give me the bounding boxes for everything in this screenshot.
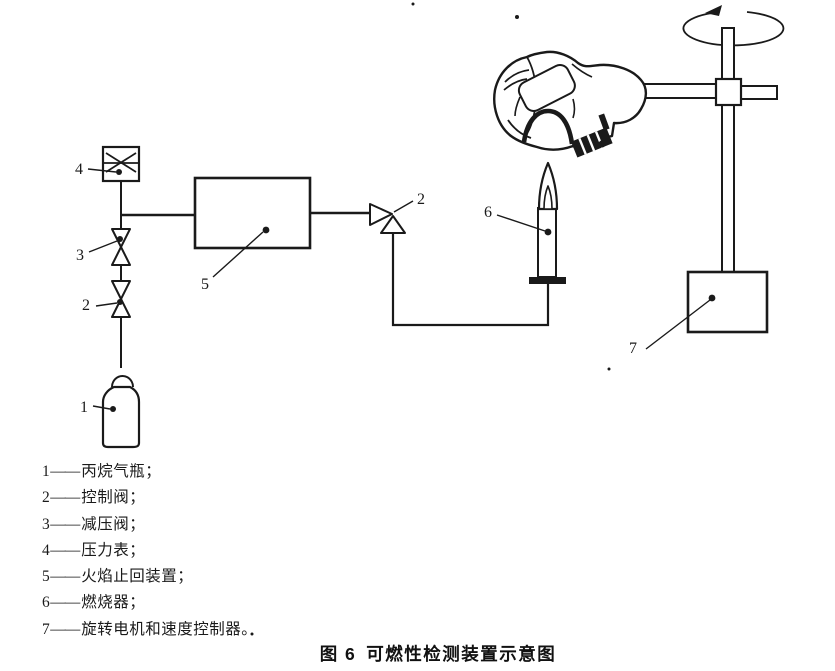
callout-dot-2-left — [117, 299, 123, 305]
legend-dash: —— — [50, 620, 80, 638]
legend-item-7: 7——旋转电机和速度控制器。 — [42, 617, 257, 643]
callout-dot-1 — [110, 406, 116, 412]
legend-dash: —— — [50, 594, 80, 612]
leader-line-1 — [92, 405, 111, 410]
label-reducing-valve: 3 — [76, 247, 84, 264]
flame-arrester-box — [193, 176, 312, 250]
rotating-shaft-bottom — [721, 105, 735, 272]
leader-line-2-right — [393, 200, 414, 213]
legend-num: 2 — [42, 489, 51, 507]
legend-text: 燃烧器； — [81, 594, 146, 612]
legend-num: 1 — [42, 463, 51, 480]
callout-dot-3 — [117, 236, 123, 242]
scan-specks — [250, 2, 611, 636]
legend-text: 压力表； — [81, 541, 146, 559]
figure-number: 图 6 — [319, 644, 357, 664]
figure-title: 可燃性检测装置示意图 — [366, 644, 557, 664]
motor-controller-box — [686, 270, 769, 334]
label-flame-arrester: 5 — [201, 276, 209, 293]
legend-dash: —— — [50, 515, 80, 533]
legend-dash: —— — [50, 541, 80, 559]
legend-num: 3 — [42, 515, 51, 533]
reducing-valve-icon — [111, 228, 131, 266]
legend-dash: —— — [50, 463, 80, 480]
label-motor-controller: 7 — [629, 340, 637, 357]
legend-item-5: 5——火焰止回装置； — [42, 564, 257, 590]
helmet-face-opening-arc — [521, 108, 575, 145]
pressure-gauge-icon — [101, 145, 141, 183]
flame-inner — [543, 185, 553, 210]
leader-line-5 — [212, 231, 264, 278]
legend-item-4: 4——压力表； — [42, 538, 257, 564]
label-burner: 6 — [484, 204, 492, 221]
rotation-arrow-icon — [682, 5, 785, 47]
label-pressure-gauge: 4 — [75, 161, 83, 178]
legend-item-6: 6——燃烧器； — [42, 590, 257, 616]
legend-item-1: 1——丙烷气瓶； — [42, 459, 257, 485]
legend: 1——丙烷气瓶； 2——控制阀； 3——减压阀； 4——压力表； 5——火焰止回… — [42, 459, 257, 643]
helmet-seam-upper-left2 — [503, 78, 528, 91]
helmet-vent-panel — [517, 64, 576, 112]
label-control-valve-left: 2 — [82, 297, 90, 314]
legend-text: 旋转电机和速度控制器。 — [81, 620, 258, 638]
control-valve-left-icon — [111, 280, 131, 318]
legend-num: 7 — [42, 620, 51, 638]
arm-junction-block — [714, 77, 743, 107]
callout-dot-7 — [708, 294, 716, 302]
legend-num: 4 — [42, 541, 51, 559]
helmet-seam-panel-right — [572, 98, 576, 119]
support-arm-right — [741, 85, 778, 100]
leader-line-3 — [88, 240, 118, 253]
helmet-seam-panel-left — [514, 96, 521, 117]
legend-num: 6 — [42, 594, 51, 612]
label-propane-bottle: 1 — [80, 399, 88, 416]
legend-item-2: 2——控制阀； — [42, 485, 257, 511]
legend-text: 火焰止回装置； — [81, 568, 194, 586]
leader-line-4 — [87, 168, 117, 173]
legend-dash: —— — [50, 489, 80, 507]
legend-text: 丙烷气瓶； — [81, 463, 162, 480]
pipe-valve-to-burner — [391, 233, 550, 327]
leader-line-2-left — [95, 302, 118, 307]
callout-dot-6 — [544, 228, 552, 236]
callout-dot-5 — [262, 226, 270, 234]
legend-num: 5 — [42, 568, 51, 586]
rotating-shaft-top — [721, 27, 735, 80]
legend-item-3: 3——减压阀； — [42, 512, 257, 538]
helmet-icon — [493, 50, 648, 158]
callout-dot-4 — [116, 169, 122, 175]
leader-line-7 — [645, 299, 711, 350]
figure-caption: 图 6 可燃性检测装置示意图 — [320, 641, 557, 666]
burner-icon — [529, 161, 566, 284]
label-control-valve-right: 2 — [417, 191, 425, 208]
helmet-seam-rear — [571, 63, 593, 78]
helmet-rear-clip — [598, 113, 610, 131]
leader-line-6 — [496, 214, 546, 232]
control-valve-right-icon — [369, 203, 406, 234]
legend-text: 减压阀； — [81, 515, 146, 533]
legend-dash: —— — [50, 568, 80, 586]
legend-text: 控制阀； — [81, 489, 146, 507]
helmet-seam-lower-left — [507, 119, 532, 139]
propane-bottle-icon — [101, 375, 141, 449]
helmet-seam-upper-left — [504, 69, 530, 83]
